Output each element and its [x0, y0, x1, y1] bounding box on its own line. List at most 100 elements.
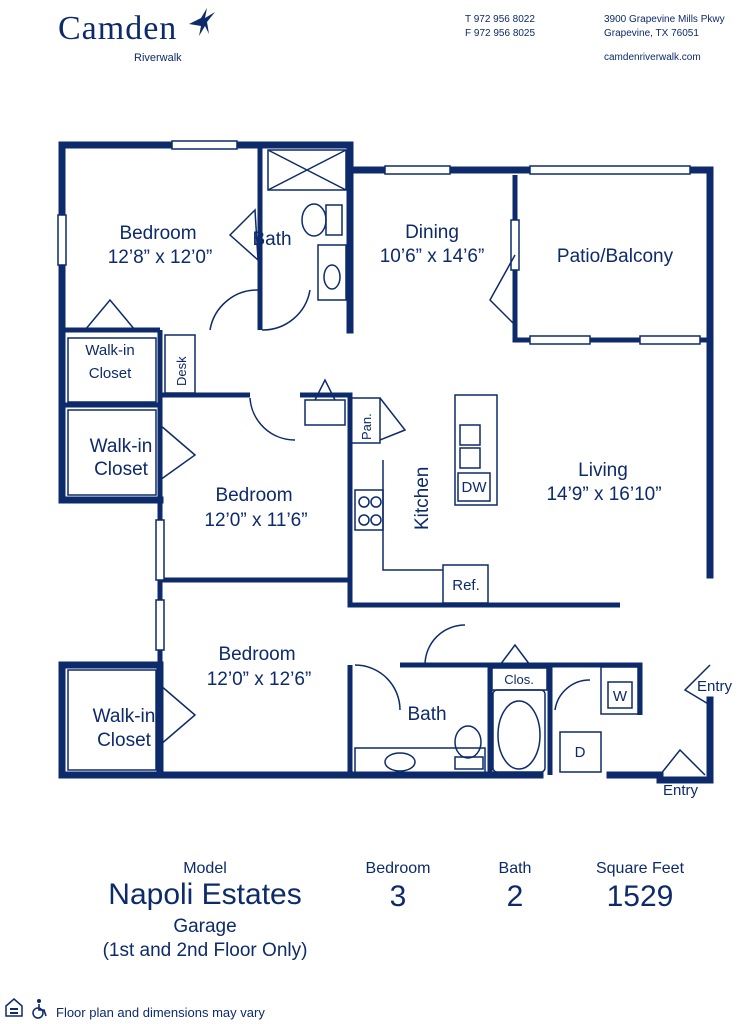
- toilet: [301, 203, 327, 237]
- bedroom1-size: 12’8” x 12’0”: [108, 247, 213, 268]
- wall-right-lower: [656, 696, 714, 784]
- linen-closet: [491, 667, 548, 691]
- equal-housing-icon: [5, 998, 23, 1017]
- bathtub: [492, 689, 546, 773]
- burner: [370, 514, 382, 526]
- wall-top-right: [346, 166, 714, 579]
- sink: [323, 264, 341, 290]
- vanity2: [354, 747, 486, 775]
- dining-label: Dining: [405, 222, 459, 243]
- model-sub1: Garage: [173, 916, 237, 937]
- door-swing: [379, 397, 407, 441]
- entry2-label: Entry: [663, 782, 699, 799]
- patio-label: Patio/Balcony: [557, 246, 674, 267]
- window: [384, 165, 451, 175]
- model-label: Model: [183, 860, 227, 877]
- sink-basin: [459, 424, 481, 446]
- bedroom-count-value: 3: [389, 880, 407, 913]
- door-swing: [209, 289, 259, 331]
- phone: T 972 956 8022: [465, 14, 535, 25]
- door-swing: [354, 664, 401, 711]
- door-swing: [424, 624, 466, 666]
- dishwasher: [457, 472, 491, 502]
- heron-logo-icon: [189, 8, 215, 36]
- vanity: [317, 244, 347, 301]
- door-swing: [159, 424, 197, 481]
- bath-count-value: 2: [506, 880, 524, 913]
- address-line1: 3900 Grapevine Mills Pkwy: [604, 14, 725, 25]
- dryer-label: D: [575, 744, 586, 761]
- toilet2: [454, 725, 482, 759]
- door-swing: [683, 664, 711, 706]
- burner: [358, 514, 370, 526]
- door-swing: [554, 679, 591, 711]
- sqft-value: 1529: [606, 880, 674, 913]
- window: [171, 140, 238, 150]
- address-line2: Grapevine, TX 76051: [604, 28, 699, 39]
- walkin1-label-a: Walk-in: [85, 342, 134, 359]
- disclaimer-text: Floor plan and dimensions may vary: [56, 1005, 265, 1020]
- burner: [370, 496, 382, 508]
- bath2-label: Bath: [407, 704, 446, 725]
- pantry-label: Pan.: [359, 413, 374, 440]
- brand-logo: Camden: [58, 10, 178, 47]
- walkin3-label-a: Walk-in: [93, 706, 156, 727]
- ref-label: Ref.: [452, 577, 480, 594]
- wheelchair-icon: [32, 999, 47, 1019]
- counter: [382, 460, 443, 571]
- sink-basin: [459, 447, 481, 469]
- kitchen-island: [454, 394, 498, 506]
- living-size: 14’9” x 16’10”: [546, 484, 661, 505]
- door-swing: [499, 643, 531, 666]
- refrigerator: [442, 564, 489, 604]
- kitchen-label: Kitchen: [412, 467, 433, 530]
- toilet2-tank: [454, 756, 484, 770]
- door-swing: [261, 289, 311, 331]
- door-swing: [84, 298, 136, 331]
- bedroom1-label: Bedroom: [119, 223, 196, 244]
- bathtub-basin: [497, 700, 541, 770]
- website-link[interactable]: camdenriverwalk.com: [604, 52, 701, 63]
- closet3: [67, 669, 157, 771]
- door-swing: [228, 208, 259, 262]
- bedroom2-label: Bedroom: [215, 485, 292, 506]
- wall-bath2-top: [400, 662, 643, 715]
- window: [510, 219, 520, 271]
- window: [57, 214, 67, 266]
- door-swing: [489, 254, 516, 326]
- walkin3-label-b: Closet: [97, 730, 152, 751]
- living-label: Living: [578, 460, 628, 481]
- walkin2-label-b: Closet: [94, 459, 149, 480]
- bedroom3-size: 12’0” x 12’6”: [207, 669, 312, 690]
- toilet-tank: [325, 204, 343, 236]
- washer-label: W: [613, 688, 628, 705]
- door-swing: [314, 378, 336, 401]
- window: [639, 335, 701, 345]
- clos-label: Clos.: [504, 672, 534, 687]
- closet2: [67, 409, 157, 496]
- pantry: [349, 397, 381, 444]
- window: [155, 599, 165, 651]
- model-sub2: (1st and 2nd Floor Only): [102, 940, 308, 961]
- wall-closet3: [58, 661, 164, 779]
- desk-label: Desk: [174, 356, 189, 386]
- dw-label: DW: [462, 479, 488, 496]
- contact-address-block: 3900 Grapevine Mills Pkwy Grapevine, TX …: [604, 13, 725, 65]
- door-swing: [659, 748, 706, 776]
- shower: [267, 149, 347, 191]
- contact-phone-block: T 972 956 8022 F 972 956 8025: [465, 13, 535, 41]
- dryer: [559, 731, 602, 773]
- washer-inner: [607, 681, 633, 709]
- wall-top-left: [58, 141, 354, 334]
- window: [529, 335, 591, 345]
- closet-small: [304, 399, 346, 426]
- bath-count-label: Bath: [498, 860, 532, 877]
- dining-size: 10’6” x 14’6”: [380, 246, 485, 267]
- model-name: Napoli Estates: [108, 878, 302, 911]
- door-swing: [159, 684, 197, 746]
- washer: [600, 666, 639, 715]
- burner: [358, 496, 370, 508]
- bedroom-count-label: Bedroom: [365, 860, 431, 877]
- sink2: [384, 752, 416, 772]
